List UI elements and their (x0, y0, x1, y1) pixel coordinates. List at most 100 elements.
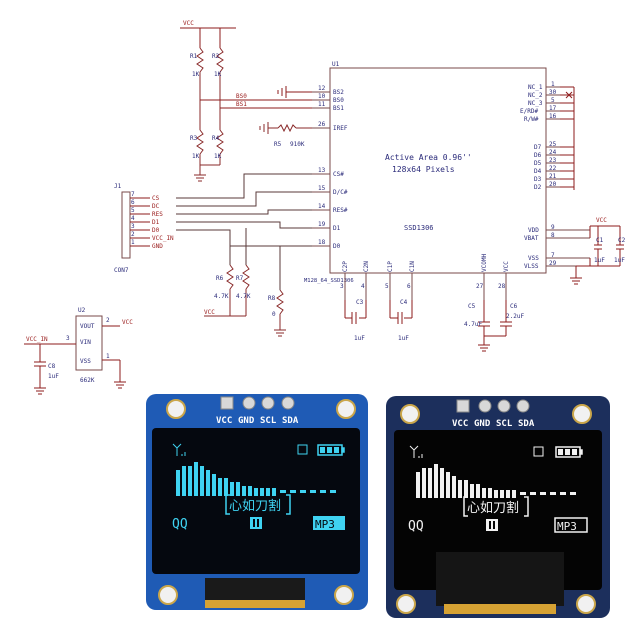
qq-label: QQ (172, 517, 188, 532)
mount-hole (576, 594, 596, 614)
bs0-net: BS0 (236, 93, 247, 100)
c5-ref: C5 (468, 303, 476, 310)
mount-hole (166, 399, 186, 419)
pin-nc3-name: NC_3 (528, 100, 543, 107)
mp3-badge (313, 516, 345, 530)
pin-vss-num: 7 (551, 252, 555, 259)
song-title: 心如刀割 (467, 500, 519, 516)
connector-pin-wires (130, 197, 150, 247)
flex-cable-gold (444, 604, 556, 614)
r3-value: 1K (192, 153, 200, 160)
r2-value: 1K (214, 71, 222, 78)
pin-d7-num: 25 (549, 141, 557, 148)
pin-11-num: 11 (318, 101, 326, 108)
mp3-badge (554, 517, 588, 533)
pause-icon (486, 519, 498, 531)
song-title: 心如刀割 (229, 498, 281, 514)
pin-d6-num: 24 (549, 149, 557, 156)
flex-cable-gold (205, 600, 305, 608)
ssd1306-chip-body (329, 67, 547, 274)
pin-vdd-name: VDD (528, 227, 539, 234)
j1-net-vcc-in: VCC_IN (152, 235, 174, 242)
pin-label-sda: SDA (282, 416, 299, 426)
c4-ref: C4 (400, 299, 408, 306)
j1-pin4: 4 (131, 215, 135, 222)
pin-round (281, 396, 295, 410)
song-title-brackets (225, 494, 291, 515)
pin-round (242, 396, 256, 410)
j1-pin1: 1 (131, 239, 135, 246)
u2-pin3-num: 3 (66, 335, 70, 342)
pin-nc1-name: NC_1 (528, 84, 543, 91)
u2-pin2-num: 2 (106, 317, 110, 324)
r3-ref: R3 (190, 135, 198, 142)
pin-res-name: RES# (333, 207, 348, 214)
j1-ref: J1 (114, 183, 122, 190)
chip-right-pin-stubs (546, 86, 590, 267)
c4-value: 1uF (398, 335, 409, 342)
signal-icon (172, 443, 186, 456)
pin-d5-num: 23 (549, 157, 557, 164)
chip-left-pin-stubs (312, 91, 330, 247)
pin-iref-name: IREF (333, 125, 348, 132)
active-area-label: Active Area 0.96'' (385, 153, 472, 162)
pin-label-scl: SCL (260, 416, 277, 426)
mount-hole (158, 585, 178, 605)
vcc-label-right: VCC (596, 217, 607, 224)
battery-icon (555, 446, 583, 458)
pin-d3-num: 21 (549, 173, 557, 180)
pin-d6-name: D6 (534, 152, 542, 159)
pin-bs1-name: BS1 (333, 105, 344, 112)
pin-d5-name: D5 (534, 160, 542, 167)
oled-module-white: VCC GND SCL SDA (386, 396, 610, 618)
regulator-u2-body (75, 315, 103, 371)
u2-pin-vin: VIN (80, 339, 91, 346)
pullup-resistors (204, 264, 286, 337)
pin-d7-name: D7 (534, 144, 542, 151)
c8-value: 1uF (48, 373, 59, 380)
header-pins (456, 399, 530, 413)
pin-14-num: 14 (318, 203, 326, 210)
charge-pump-caps (344, 300, 512, 352)
oled-module-blue: VCC GND SCL SDA (146, 394, 368, 610)
pin-d4-num: 22 (549, 165, 557, 172)
gps-icon (297, 444, 308, 455)
vcc-label-top: VCC (183, 20, 194, 27)
pin-c1n-name: C1N (409, 261, 416, 272)
r8-value: 0 (272, 311, 276, 318)
pin-label-vcc: VCC (216, 416, 232, 426)
c2-ref: C2 (618, 237, 626, 244)
pin-27-num: 27 (476, 283, 484, 290)
j1-net-res: RES (152, 211, 163, 218)
pin-28-num: 28 (498, 283, 506, 290)
mount-hole (396, 594, 416, 614)
j1-net-d1: D1 (152, 219, 160, 226)
c5-value: 4.7uF (464, 321, 482, 328)
pin-round (497, 399, 511, 413)
pin-vbat-num: 8 (551, 232, 555, 239)
c6-ref: C6 (510, 303, 518, 310)
pin-vlss-name: VLSS (524, 263, 539, 270)
pin-round (516, 399, 530, 413)
pin-d2-num: 20 (549, 181, 557, 188)
pin-vcc-bottom-name: VCC (503, 261, 510, 272)
pin-c2p-name: C2P (342, 261, 349, 272)
u2-pin-vss: VSS (80, 358, 91, 365)
pin-label-sda: SDA (518, 419, 535, 429)
r1-value: 1K (192, 71, 200, 78)
pin-d3-name: D3 (534, 176, 542, 183)
pin-d1-name: D1 (333, 225, 341, 232)
oled-screen (152, 428, 360, 574)
screen-content: 心如刀割 QQ MP3 (408, 445, 588, 534)
pin-label-gnd: GND (238, 416, 255, 426)
pin-square (456, 399, 470, 413)
gps-icon (533, 446, 544, 457)
pin-round (261, 396, 275, 410)
signal-bus (176, 173, 312, 290)
equalizer-bars (176, 462, 336, 496)
bs1-net: BS1 (236, 101, 247, 108)
pin-erd-name: E/RD# (520, 108, 538, 115)
pin-nc2-name: NC_2 (528, 92, 543, 99)
